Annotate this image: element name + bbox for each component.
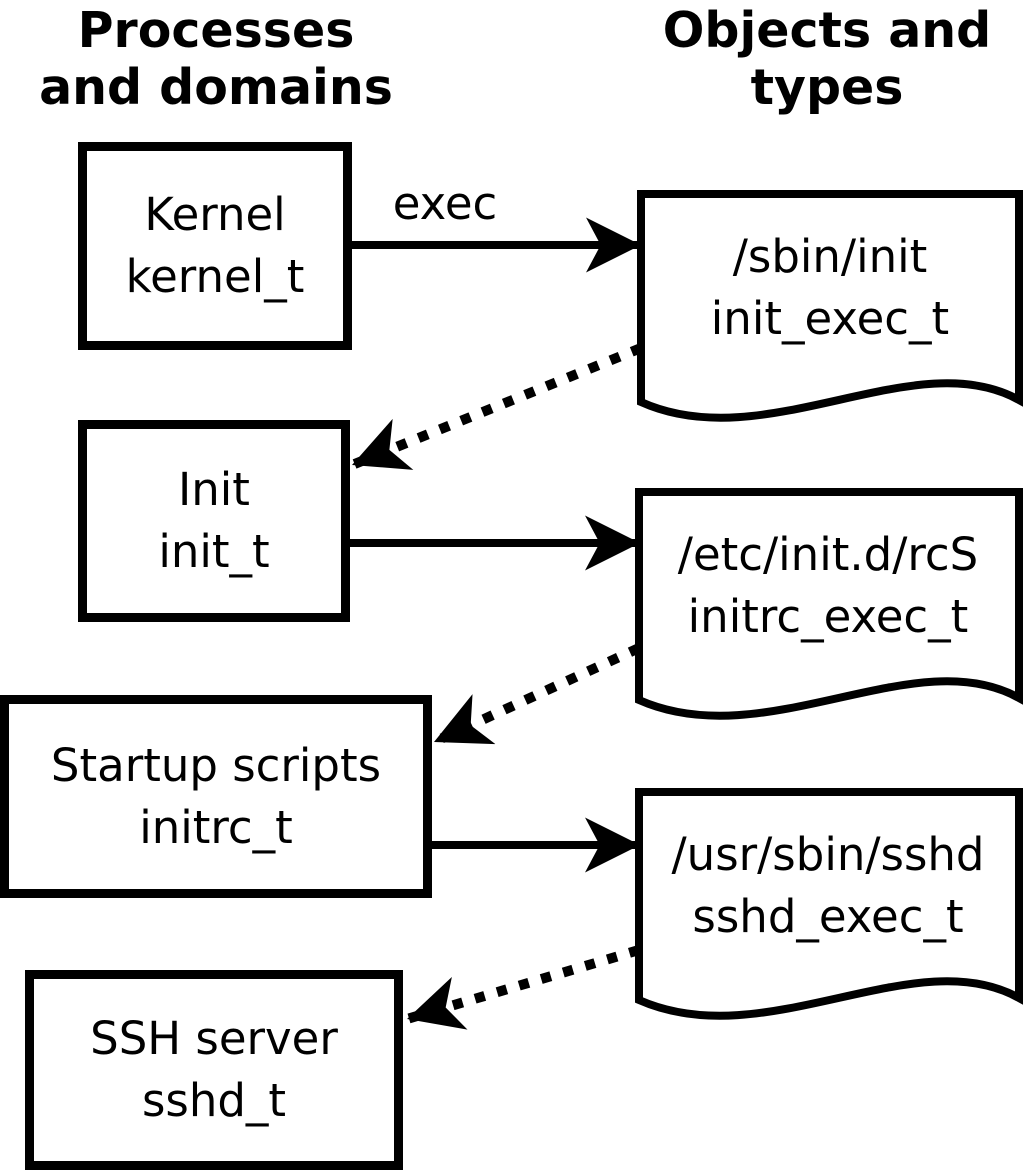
process-domain-type: init_t <box>158 525 270 578</box>
process-domain-type: sshd_t <box>141 1074 287 1127</box>
column-header-objects: Objects and types <box>630 2 1024 116</box>
exec-edge-label: exec <box>392 177 498 230</box>
column-header-objects-line1: Objects and <box>662 2 992 59</box>
column-header-objects-line2: types <box>750 59 904 116</box>
process-name: Init <box>178 463 250 516</box>
transition-arrow-init-exec-to-init-t <box>350 343 643 470</box>
process-name: Kernel <box>144 188 286 241</box>
process-box-kernel: Kernel kernel_t <box>78 142 352 350</box>
process-box-startup-scripts: Startup scripts initrc_t <box>0 695 432 898</box>
document-shape-etc-initd-rcs <box>635 488 1023 720</box>
column-header-processes: Processes and domains <box>0 2 432 116</box>
process-box-init: Init init_t <box>78 420 350 622</box>
document-shape-usr-sbin-sshd <box>635 788 1023 1020</box>
process-domain-type: initrc_t <box>139 800 293 854</box>
process-name: SSH server <box>90 1012 338 1065</box>
process-name: Startup scripts <box>50 738 382 792</box>
document-shape-sbin-init <box>637 190 1023 422</box>
process-box-ssh-server: SSH server sshd_t <box>25 970 403 1170</box>
column-header-processes-line2: and domains <box>39 59 393 116</box>
column-header-processes-line1: Processes <box>77 2 355 59</box>
transition-arrow-initrc-exec-to-initrc-t <box>431 643 642 747</box>
transition-arrow-sshd-exec-to-sshd-t <box>405 945 641 1030</box>
process-domain-type: kernel_t <box>125 250 305 303</box>
